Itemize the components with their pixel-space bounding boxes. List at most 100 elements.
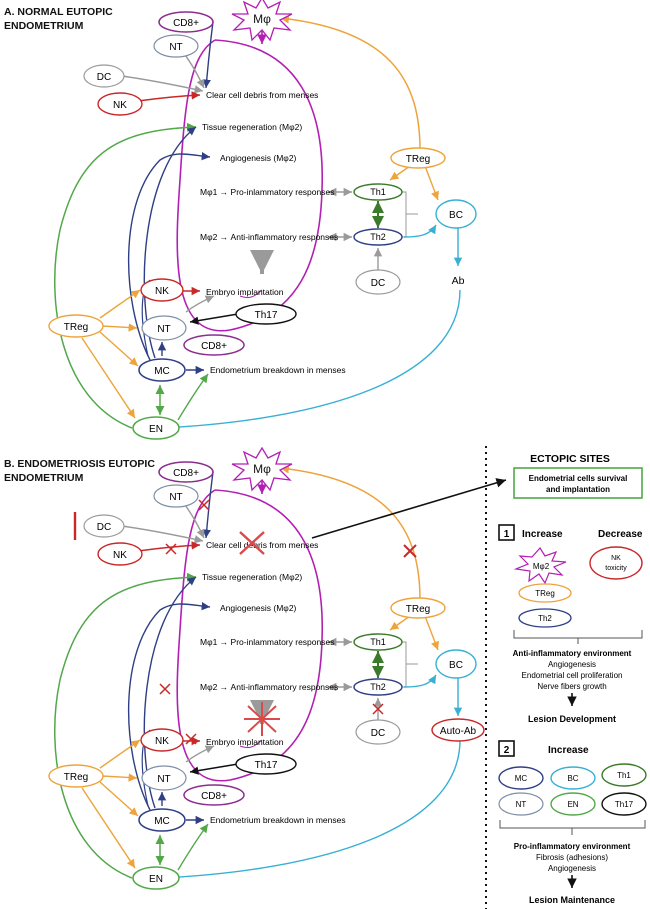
en-cell [132,416,180,440]
auto-ab-cell [431,718,485,742]
mphi-label-b: Mφ [253,462,271,476]
nk-low-label: NK [155,286,169,297]
process-angiogenesis: Angiogenesis (Mφ2) [220,153,297,163]
nt-top-label-b: NT [169,492,182,503]
section-2-brace [499,820,646,835]
section-1-decrease: Decrease [598,529,643,540]
process-angiogenesis-b: Angiogenesis (Mφ2) [220,603,297,613]
treg-right-cell [390,147,446,169]
th17-label: Th17 [255,310,278,321]
treg-right-cell-b [390,597,446,619]
process-clear-debris: Clear cell debris from menses [206,90,318,100]
treg-right-label-b: TReg [406,604,430,615]
s1-angiogenesis: Angiogenesis [548,660,596,669]
nt-low-cell-b [141,765,187,791]
dc-left-cell-b [83,514,125,538]
treg-increase-label: TReg [535,589,555,598]
nk-left-label-b: NK [113,550,127,561]
th1-label-b: Th1 [370,637,386,647]
nt-low-cell [141,315,187,341]
macrophage-star-b [231,446,293,492]
macrophage-star [231,0,293,42]
cd8-top-label-b: CD8+ [173,468,199,479]
cd8-top-cell [158,11,214,33]
x-mark-treg-mphi [403,544,417,558]
panel-b-title-1: B. ENDOMETRIOSIS EUTOPIC [4,458,155,470]
x-mark-nk-low [185,733,197,745]
bc-cell-b [435,649,477,679]
panel-b: B. ENDOMETRIOSIS EUTOPIC ENDOMETRIUM Mφ … [4,446,507,890]
th17-cell [235,303,297,325]
x-mark-nk-left [165,543,177,555]
x-mark-dc-right [372,703,384,715]
process-endometrium-breakdown-b: Endometrium breakdown in menses [210,815,346,825]
ectopic-title: ECTOPIC SITES [530,453,610,465]
nk-left-cell [97,92,143,116]
en-label: EN [149,424,163,435]
s2-th17-label: Th17 [615,800,634,809]
s2-fibrosis: Fibrosis (adhesions) [536,853,608,862]
nk-left-label: NK [113,100,127,111]
panel-a-title-1: A. NORMAL EUTOPIC [4,6,113,18]
auto-ab-label: Auto-Ab [440,726,477,737]
dc-left-label-b: DC [97,522,111,533]
mc-cell [138,358,186,382]
anti-inflammatory-env: Anti-inflammatory environment [513,649,632,658]
s1-nerve-fibers: Nerve fibers growth [537,682,606,691]
ectopic-link-arrow [311,478,507,539]
section-1-brace [513,630,643,644]
ectopic-box-line1: Endometrial cells survival [529,474,628,483]
lesion-development: Lesion Development [528,714,616,724]
nt-top-cell-b [153,484,199,508]
x-mark-anti-inflammatory [159,683,171,695]
ectopic-panel: ECTOPIC SITES Endometrial cells survival… [498,453,647,905]
cd8-low-label-b: CD8+ [201,791,227,802]
treg-increase-cell [518,583,572,603]
th2-cell [353,228,403,246]
s2-mc-label: MC [515,774,528,783]
mphi2-label: Mφ2 [533,562,550,571]
th2-label-b: Th2 [370,682,386,692]
th1-cell-b [353,633,403,651]
th17-label-b: Th17 [255,760,278,771]
process-tissue-regeneration-b: Tissue regeneration (Mφ2) [202,572,302,582]
s2-en-cell [550,792,596,816]
section-1-number: 1 [504,529,510,540]
s2-mc-cell [498,766,544,790]
panel-a: A. NORMAL EUTOPIC ENDOMETRIUM Mφ CD8+ NT… [4,0,477,440]
s2-angiogenesis: Angiogenesis [548,864,596,873]
process-pro-inflammatory: Mφ1 → Pro-inlammatory responses [200,187,334,197]
mc-label: MC [154,366,170,377]
process-endometrium-breakdown: Endometrium breakdown in menses [210,365,346,375]
section-2-badge [498,740,515,757]
th2-label: Th2 [370,232,386,242]
cd8-top-cell-b [158,461,214,483]
treg-left-cell-b [48,764,104,788]
treg-left-label-b: TReg [64,772,88,783]
nt-top-cell [153,34,199,58]
ectopic-survival-box [513,467,643,499]
th2-increase-cell [518,608,572,628]
nk-toxicity-label-1: NK [611,555,621,562]
process-anti-inflammatory-b: Mφ2 → Anti-inflammatory responses [200,682,338,692]
section-2-number: 2 [504,745,510,756]
process-embryo-implantation-b: Embryo implantation [206,737,284,747]
dc-right-cell-b [355,719,401,745]
ectopic-box-line2: and implantation [546,485,610,494]
cd8-low-cell [183,334,245,356]
dc-right-label: DC [371,278,385,289]
process-clear-debris-b: Clear cell debris from menses [206,540,318,550]
process-tissue-regeneration: Tissue regeneration (Mφ2) [202,122,302,132]
inhibition-marks [159,499,417,745]
dc-left-label: DC [97,72,111,83]
mc-label-b: MC [154,816,170,827]
cd8-top-label: CD8+ [173,18,199,29]
dc-right-label-b: DC [371,728,385,739]
lesion-maintenance: Lesion Maintenance [529,895,615,905]
en-label-b: EN [149,874,163,885]
th1-label: Th1 [370,187,386,197]
dc-right-cell [355,269,401,295]
s2-bc-label: BC [567,774,578,783]
bc-label: BC [449,210,463,221]
